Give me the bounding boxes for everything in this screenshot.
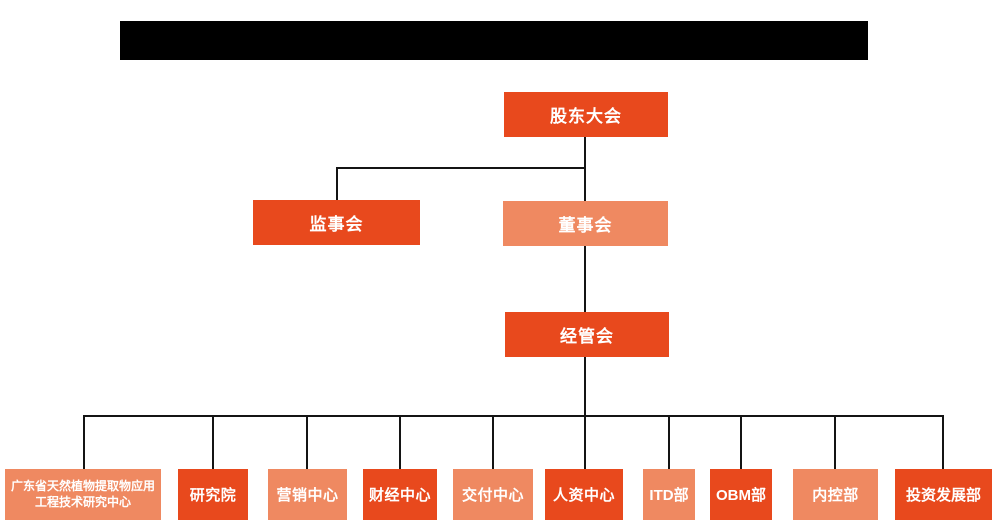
connector-drop-research-institute	[212, 416, 214, 469]
connector-drop-itd	[668, 416, 670, 469]
dept-hr-center: 人资中心	[545, 469, 623, 520]
redacted-title-bar	[120, 21, 868, 60]
dept-research-center: 广东省天然植物提取物应用工程技术研究中心	[5, 469, 161, 520]
connector-shareholders-to-board	[584, 137, 586, 201]
connector-management-to-departments	[584, 357, 586, 416]
connector-drop-investment-development	[942, 416, 944, 469]
node-board-of-directors: 董事会	[503, 201, 668, 246]
connector-drop-internal-control	[834, 416, 836, 469]
connector-branch-horizontal	[336, 167, 586, 169]
connector-drop-obm	[740, 416, 742, 469]
dept-marketing-center: 营销中心	[268, 469, 347, 520]
dept-research-institute: 研究院	[178, 469, 248, 520]
connector-to-supervisory	[336, 167, 338, 201]
connector-drop-hr-center	[584, 416, 586, 469]
dept-obm: OBM部	[710, 469, 772, 520]
dept-internal-control: 内控部	[793, 469, 878, 520]
connector-departments-horizontal	[83, 415, 944, 417]
dept-itd: ITD部	[643, 469, 695, 520]
dept-finance-center: 财经中心	[363, 469, 437, 520]
connector-drop-delivery-center	[492, 416, 494, 469]
dept-investment-development: 投资发展部	[895, 469, 992, 520]
dept-delivery-center: 交付中心	[453, 469, 533, 520]
node-shareholders-meeting: 股东大会	[504, 92, 668, 137]
node-management-committee: 经管会	[505, 312, 669, 357]
node-supervisory-board: 监事会	[253, 200, 420, 245]
connector-board-to-management	[584, 246, 586, 312]
connector-drop-marketing-center	[306, 416, 308, 469]
connector-drop-research-center	[83, 416, 85, 469]
connector-drop-finance-center	[399, 416, 401, 469]
